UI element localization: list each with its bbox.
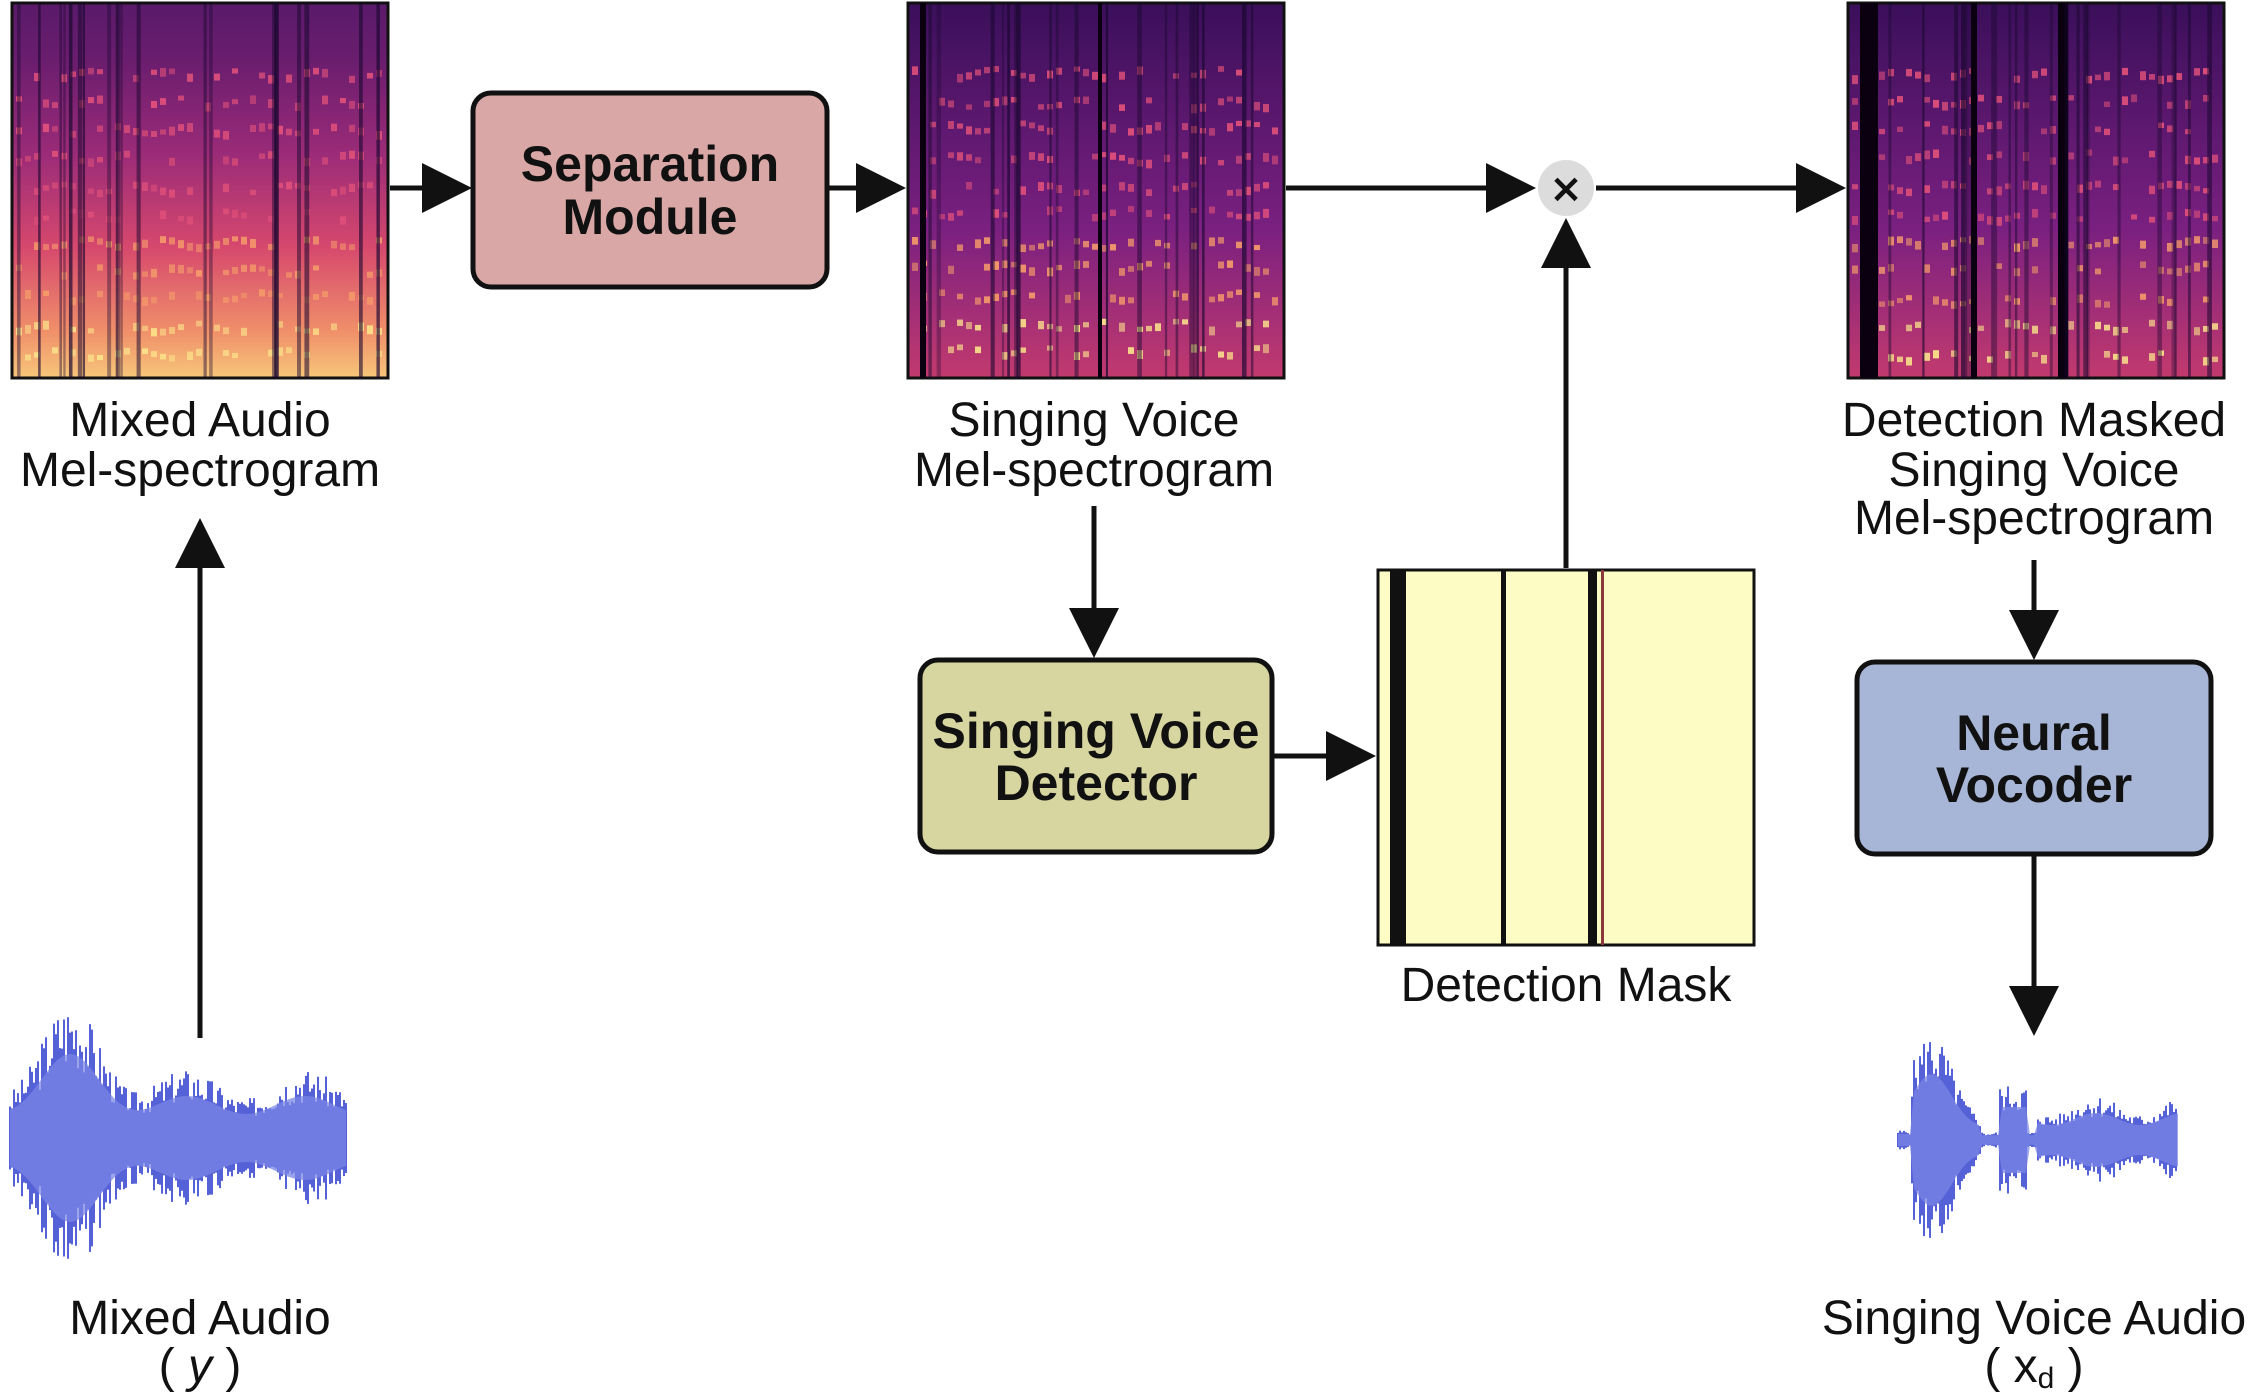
voice-spectrogram (906, 1, 1286, 380)
detection-mask-label: Detection Mask (1401, 959, 1733, 1012)
multiply-icon: × (1549, 166, 1583, 212)
detector-label-2: Detector (995, 755, 1198, 811)
separation-module-label-2: Module (563, 189, 738, 245)
arrows (175, 163, 2059, 1038)
masked-spectrogram-label-2: Singing Voice (1889, 444, 2180, 497)
mixed-audio-label: Mixed Audio (69, 1292, 331, 1345)
voice-audio-symbol: ( xd ) (1984, 1340, 2083, 1395)
mixed-audio-symbol: ( y ) (159, 1340, 242, 1393)
mixed-spectrogram-label-2: Mel-spectrogram (20, 444, 380, 497)
multiply-node (1538, 160, 1594, 216)
separation-module-box (470, 90, 830, 290)
mixed-audio-waveform (9, 1017, 347, 1259)
voice-spectrogram-label-1: Singing Voice (949, 394, 1240, 447)
masked-spectrogram (1846, 1, 2226, 380)
mixed-spectrogram-label-1: Mixed Audio (69, 394, 331, 447)
mixed-spectrogram (10, 1, 390, 380)
masked-spectrogram-label-1: Detection Masked (1842, 394, 2226, 447)
voice-spectrogram-label-2: Mel-spectrogram (914, 444, 1274, 497)
masked-spectrogram-label-3: Mel-spectrogram (1854, 492, 2214, 545)
vocoder-label-1: Neural (1956, 705, 2112, 761)
detection-mask (1376, 568, 1756, 947)
detector-box (917, 657, 1275, 855)
detector-label-1: Singing Voice (933, 703, 1260, 759)
separation-module-label-1: Separation (521, 136, 779, 192)
voice-audio-waveform (1897, 1042, 2178, 1238)
vocoder-label-2: Vocoder (1936, 757, 2132, 813)
voice-audio-label: Singing Voice Audio (1822, 1292, 2246, 1345)
vocoder-box (1854, 659, 2214, 857)
